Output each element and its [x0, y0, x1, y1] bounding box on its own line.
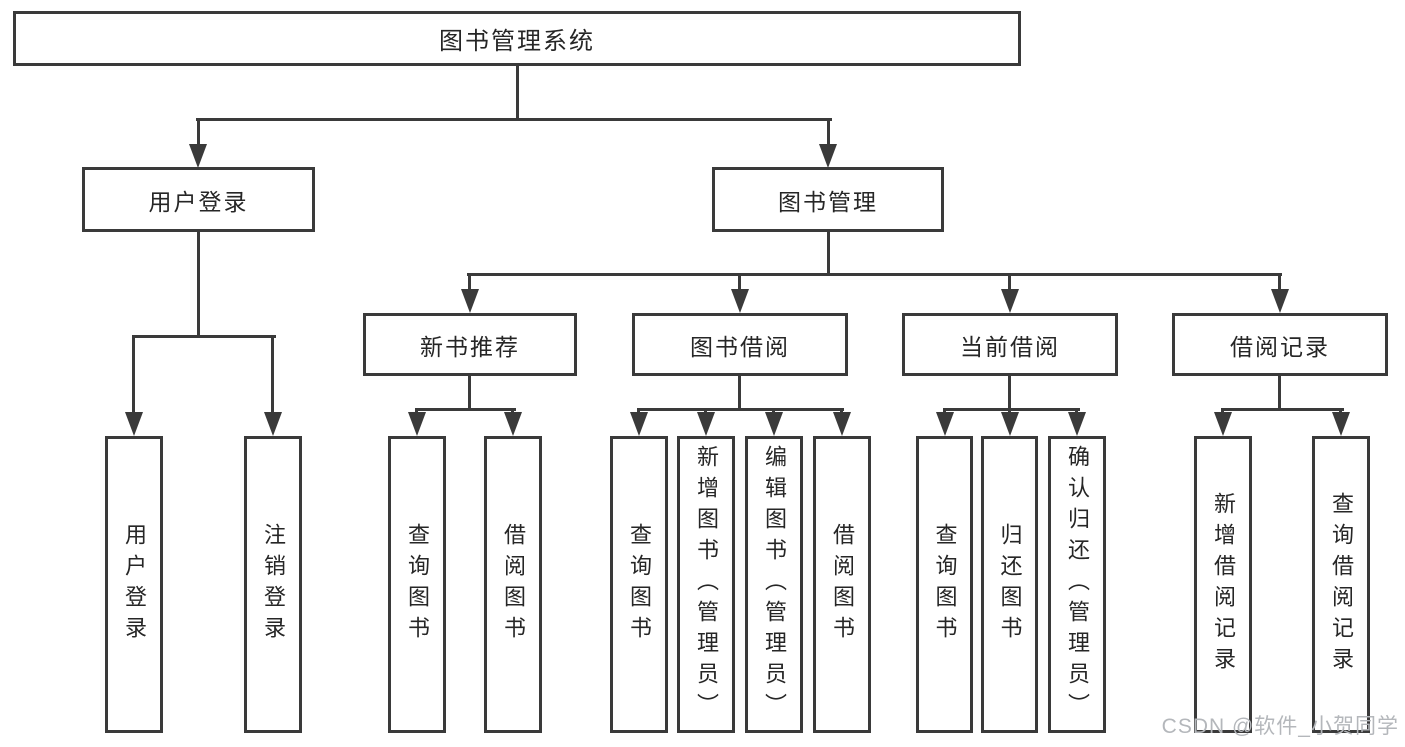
node-current-borrowing-label: 当前借阅	[960, 333, 1060, 360]
leaf-query-borrow-record: 查询借阅记录	[1312, 436, 1370, 733]
connector-current-borrow-branch	[943, 408, 1080, 411]
connector-stem-leaf-7	[772, 408, 775, 415]
leaf-borrow-books-recommend-label: 借阅图书	[501, 522, 526, 647]
connector-stem-leaf-6	[704, 408, 707, 415]
connector-stem-leaf-8	[840, 408, 843, 415]
leaf-confirm-return-admin: 确认归还（管理员）	[1048, 436, 1106, 733]
node-book-borrowing: 图书借阅	[632, 313, 848, 376]
node-book-borrowing-label: 图书借阅	[690, 333, 790, 360]
connector-stem-leaf-12	[1221, 408, 1224, 415]
connector-book-borrow-stem	[738, 376, 741, 408]
connector-user-login-stem	[197, 232, 200, 335]
arrowhead-leaf-13	[1332, 412, 1350, 436]
leaf-edit-books-admin: 编辑图书（管理员）	[745, 436, 803, 733]
node-user-login-label: 用户登录	[148, 188, 249, 215]
connector-stem-leaf-11	[1075, 408, 1078, 415]
connector-stem-leaf-5	[637, 408, 640, 415]
arrowhead-leaf-9	[936, 412, 954, 436]
arrowhead-leaf-12	[1214, 412, 1232, 436]
arrowhead-current-borrow	[1001, 289, 1019, 313]
connector-stem-leaf-2	[271, 335, 274, 416]
leaf-query-books-current-label: 查询图书	[932, 522, 958, 647]
node-book-management-label: 图书管理	[778, 188, 878, 215]
connector-stem-new-books	[468, 273, 471, 291]
connector-stem-borrow-records	[1278, 273, 1281, 291]
arrowhead-book-borrow	[731, 289, 749, 313]
arrowhead-leaf-7	[765, 412, 783, 436]
leaf-query-books-recommend-label: 查询图书	[405, 522, 430, 647]
connector-level3-branch	[467, 273, 1282, 276]
leaf-borrow-books: 借阅图书	[813, 436, 871, 733]
leaf-add-books-admin: 新增图书（管理员）	[677, 436, 735, 733]
connector-level1-branch	[196, 118, 832, 121]
node-borrowing-records: 借阅记录	[1172, 313, 1388, 376]
connector-stem-leaf-9	[943, 408, 946, 415]
connector-new-books-branch	[415, 408, 516, 411]
connector-stem-leaf-4	[511, 408, 514, 415]
connector-new-books-stem	[468, 376, 471, 408]
arrowhead-leaf-10	[1001, 412, 1019, 436]
arrowhead-leaf-5	[630, 412, 648, 436]
leaf-borrow-books-recommend: 借阅图书	[484, 436, 542, 733]
node-current-borrowing: 当前借阅	[902, 313, 1118, 376]
connector-stem-book-mgmt	[827, 118, 830, 148]
leaf-query-books-current: 查询图书	[916, 436, 973, 733]
leaf-add-books-admin-label: 新增图书（管理员）	[694, 445, 719, 724]
arrowhead-book-mgmt	[819, 144, 837, 168]
arrowhead-leaf-2	[264, 412, 282, 436]
leaf-logout-label: 注销登录	[261, 522, 286, 647]
leaf-query-books-recommend: 查询图书	[388, 436, 446, 733]
node-book-management: 图书管理	[712, 167, 944, 232]
connector-user-login-branch	[132, 335, 276, 338]
arrowhead-leaf-1	[125, 412, 143, 436]
arrowhead-leaf-3	[408, 412, 426, 436]
leaf-query-books-borrowing-label: 查询图书	[627, 522, 652, 647]
leaf-add-borrow-record: 新增借阅记录	[1194, 436, 1252, 733]
arrowhead-leaf-6	[697, 412, 715, 436]
connector-stem-leaf-13	[1339, 408, 1342, 415]
connector-current-borrow-stem	[1008, 376, 1011, 408]
leaf-return-books: 归还图书	[981, 436, 1038, 733]
arrowhead-leaf-11	[1068, 412, 1086, 436]
node-new-book-recommend: 新书推荐	[363, 313, 577, 376]
leaf-add-borrow-record-label: 新增借阅记录	[1211, 491, 1236, 678]
arrowhead-new-books	[461, 289, 479, 313]
connector-book-mgmt-stem	[827, 232, 830, 273]
arrowhead-borrow-records	[1271, 289, 1289, 313]
node-root-system: 图书管理系统	[13, 11, 1021, 66]
leaf-return-books-label: 归还图书	[997, 522, 1023, 647]
csdn-watermark: CSDN @软件_小贺同学	[1161, 715, 1399, 738]
leaf-user-login: 用户登录	[105, 436, 163, 733]
arrowhead-leaf-8	[833, 412, 851, 436]
leaf-query-borrow-record-label: 查询借阅记录	[1329, 491, 1354, 678]
leaf-confirm-return-admin-label: 确认归还（管理员）	[1065, 445, 1090, 724]
connector-borrow-records-stem	[1278, 376, 1281, 408]
connector-stem-leaf-1	[132, 335, 135, 416]
connector-book-borrow-branch	[637, 408, 844, 411]
connector-stem-current-borrow	[1008, 273, 1011, 291]
connector-borrow-records-branch	[1221, 408, 1344, 411]
arrowhead-leaf-4	[504, 412, 522, 436]
node-root-label: 图书管理系统	[439, 28, 595, 55]
connector-root-stem	[516, 66, 519, 118]
leaf-query-books-borrowing: 查询图书	[610, 436, 668, 733]
connector-stem-leaf-3	[415, 408, 418, 415]
node-new-book-recommend-label: 新书推荐	[420, 333, 520, 360]
arrowhead-user-login	[189, 144, 207, 168]
connector-stem-book-borrow	[738, 273, 741, 291]
node-borrowing-records-label: 借阅记录	[1230, 333, 1330, 360]
connector-stem-leaf-10	[1008, 408, 1011, 415]
leaf-borrow-books-label: 借阅图书	[830, 522, 855, 647]
leaf-user-login-label: 用户登录	[122, 522, 147, 647]
connector-stem-user-login	[197, 118, 200, 148]
node-user-login: 用户登录	[82, 167, 315, 232]
leaf-logout: 注销登录	[244, 436, 302, 733]
leaf-edit-books-admin-label: 编辑图书（管理员）	[762, 445, 787, 724]
